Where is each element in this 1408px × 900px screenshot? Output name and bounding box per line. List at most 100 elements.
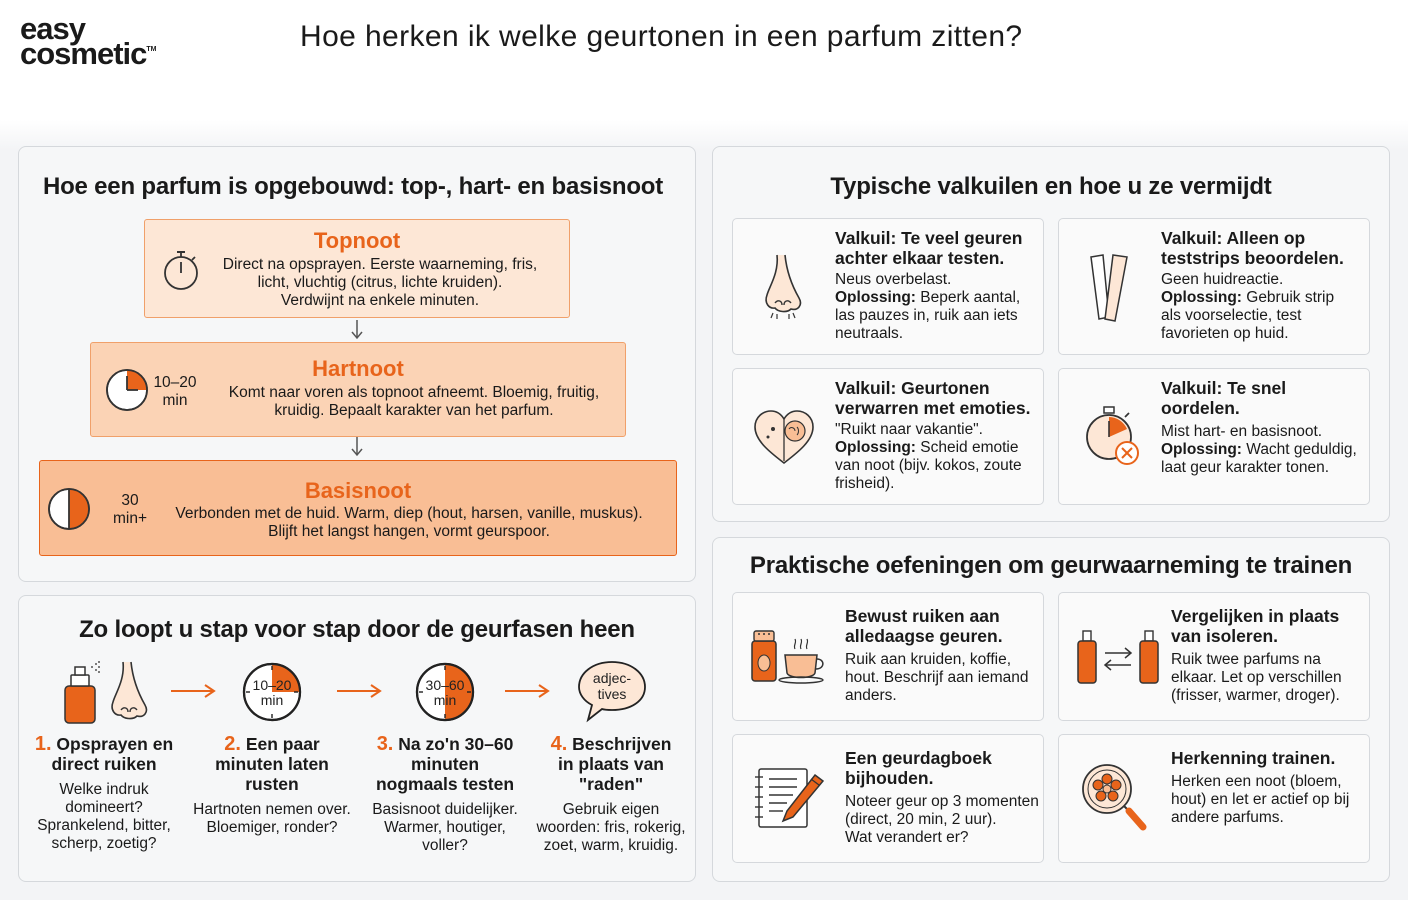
solution-line: neutraals. <box>835 325 904 342</box>
exercise-text-line: Ruik twee parfums na <box>1171 651 1321 668</box>
clock-half-icon <box>48 488 90 530</box>
heart-time-unit: min <box>162 392 188 409</box>
test-strip-icon <box>1090 254 1128 322</box>
steps-title: Zo loopt u stap voor stap door de geurfa… <box>79 616 635 643</box>
heart-note-desc-line: kruidig. Bepaalt karakter van het parfum… <box>274 402 554 419</box>
top-note-desc: Direct na opsprayen. Eerste waarneming, … <box>205 256 555 310</box>
pitfall-card: Valkuil: Te veel geuren achter elkaar te… <box>732 218 1044 355</box>
exercise-title: Een geurdagboek bijhouden. <box>845 748 1040 788</box>
exercise-text-line: Ruik aan kruiden, koffie, <box>845 651 1012 668</box>
exercises-title: Praktische oefeningen om geurwaarneming … <box>749 552 1353 579</box>
exercise-card: Bewust ruiken aan alledaagse geuren. Rui… <box>732 592 1044 721</box>
step-title-line: minuten laten <box>215 754 329 774</box>
brand-line-1: easy <box>20 11 86 46</box>
step-desc-line: Welke indruk <box>59 781 149 798</box>
step-2-desc: Hartnoten nemen over. Bloemiger, ronder? <box>187 801 357 837</box>
exercise-title: Vergelijken in plaats van isoleren. <box>1171 606 1366 646</box>
pitfall-title: Valkuil: Te snel oordelen. <box>1161 378 1366 418</box>
step-title-line: in plaats van <box>557 754 664 774</box>
base-time-unit: min+ <box>112 510 148 527</box>
exercise-text-line: anders. <box>845 687 897 704</box>
step-desc-line: Basisnoot duidelijker. <box>372 801 518 818</box>
pitfall-title: Valkuil: Te veel geuren achter elkaar te… <box>835 228 1040 268</box>
pitfall-card: Valkuil: Alleen op teststrips beoordelen… <box>1058 218 1370 355</box>
speech-bubble-icon: adjec- tives <box>576 660 648 724</box>
pitfall-card: Valkuil: Te snel oordelen. Mist hart- en… <box>1058 368 1370 505</box>
pitfall-title: Valkuil: Geurtonen verwarren met emoties… <box>835 378 1040 418</box>
exercise-title-line: Vergelijken in plaats <box>1171 606 1340 626</box>
pitfall-title-line: Valkuil: Alleen op <box>1161 228 1306 248</box>
clock-label: 30–60 min <box>414 678 476 708</box>
step-desc-line: Bloemiger, ronder? <box>206 819 338 836</box>
base-note-desc-line: Verbonden met de huid. Warm, diep (hout,… <box>175 505 643 522</box>
brand-logo: easy cosmeticTM <box>20 11 157 70</box>
exercise-title: Herkenning trainen. <box>1171 748 1366 768</box>
bubble-text: adjec- tives <box>576 670 648 702</box>
pitfall-title-line: achter elkaar testen. <box>835 248 1005 268</box>
exercise-card: Herkenning trainen. Herken een noot (blo… <box>1058 734 1370 863</box>
step-title-line: Beschrijven <box>572 734 672 754</box>
pitfall-issue: Neus overbelast. <box>835 271 952 288</box>
exercise-title-line: van isoleren. <box>1171 626 1278 646</box>
step-number: 1. <box>34 733 52 755</box>
pitfalls-panel: Typische valkuilen en hoe u ze vermijdt … <box>712 146 1390 522</box>
step-desc-line: voller? <box>422 837 468 854</box>
compare-bottles-icon <box>1077 630 1159 684</box>
solution-label: Oplossing: <box>1161 441 1242 458</box>
pitfall-title-line: Valkuil: Te veel geuren <box>835 228 1023 248</box>
top-note-desc-line: licht, vluchtig (citrus, lichte kruiden)… <box>257 274 503 291</box>
step-number: 3. <box>376 733 394 755</box>
bubble-text-line: adjec- <box>592 670 632 686</box>
heart-note-desc: Komt naar voren als topnoot afneemt. Blo… <box>209 384 619 420</box>
pitfall-title-line: oordelen. <box>1161 398 1240 418</box>
clock-label-value: 30–60 <box>425 677 465 693</box>
spray-bottle-icon <box>64 661 100 724</box>
exercise-text: Herken een noot (bloem, hout) en let er … <box>1171 773 1369 827</box>
pitfall-title: Valkuil: Alleen op teststrips beoordelen… <box>1161 228 1366 268</box>
step-3-desc: Basisnoot duidelijker. Warmer, houtiger,… <box>361 801 529 855</box>
base-time-value: 30 <box>121 492 139 509</box>
arrow-down-icon <box>351 437 363 457</box>
base-note-time: 30 min+ <box>106 492 154 528</box>
heart-note-name: Hartnoot <box>312 356 404 381</box>
exercise-text-line: Herken een noot (bloem, <box>1171 773 1342 790</box>
step-desc-line: Sprankelend, bitter, <box>37 817 171 834</box>
exercise-text-line: hout. Beschrijf aan iemand <box>845 669 1029 686</box>
pitfall-issue: Geen huidreactie. <box>1161 271 1284 288</box>
solution-label: Oplossing: <box>835 439 916 456</box>
clock-quarter-icon <box>106 369 148 411</box>
exercise-card: Vergelijken in plaats van isoleren. Ruik… <box>1058 592 1370 721</box>
step-desc-line: Gebruik eigen <box>562 801 660 818</box>
solution-line: Scheid emotie <box>915 439 1019 456</box>
bubble-text-line: tives <box>597 686 627 702</box>
clock-label: 10–20 min <box>241 678 303 708</box>
step-title-line: minuten <box>410 754 480 774</box>
exercise-card: Een geurdagboek bijhouden. Noteer geur o… <box>732 734 1044 863</box>
clock-label-value: 10–20 <box>252 677 292 693</box>
pitfall-text: Neus overbelast. Oplossing: Beperk aanta… <box>835 271 1040 343</box>
exercise-text-line: Noteer geur op 3 momenten <box>845 793 1039 810</box>
exercise-text-line: Wat verandert er? <box>845 829 969 846</box>
arrow-right-icon <box>171 684 216 698</box>
arrow-right-icon <box>337 684 382 698</box>
stopwatch-icon <box>164 251 198 290</box>
heart-note-desc-line: Komt naar voren als topnoot afneemt. Blo… <box>228 384 600 401</box>
pitfall-text: Mist hart- en basisnoot. Oplossing: Wach… <box>1161 423 1366 477</box>
base-note-desc: Verbonden met de huid. Warm, diep (hout,… <box>148 505 670 541</box>
solution-line: als voorselectie, test <box>1161 307 1302 324</box>
step-desc-line: zoet, warm, kruidig. <box>543 837 679 854</box>
pitfall-text: Geen huidreactie. Oplossing: Gebruik str… <box>1161 271 1366 343</box>
pitfall-text: "Ruikt naar vakantie". Oplossing: Scheid… <box>835 421 1040 493</box>
base-note-box: 30 min+ Basisnoot Verbonden met de huid.… <box>39 460 677 556</box>
solution-line: Wacht geduldig, <box>1241 441 1357 458</box>
step-3-title: 3. Na zo'n 30–60 minuten nogmaals testen <box>361 734 529 794</box>
pitfall-issue: Mist hart- en basisnoot. <box>1161 423 1323 440</box>
step-1-title: 1. Opsprayen en direct ruiken <box>24 734 184 774</box>
exercise-title-line: Herkenning trainen. <box>1171 748 1336 768</box>
solution-line: frisheid). <box>835 475 895 492</box>
exercise-text: Ruik aan kruiden, koffie, hout. Beschrij… <box>845 651 1043 705</box>
step-desc-line: woorden: fris, rokerig, <box>536 819 686 836</box>
solution-line: Beperk aantal, <box>915 289 1021 306</box>
step-title-line: direct ruiken <box>51 754 157 774</box>
pitfall-title-line: verwarren met emoties. <box>835 398 1031 418</box>
